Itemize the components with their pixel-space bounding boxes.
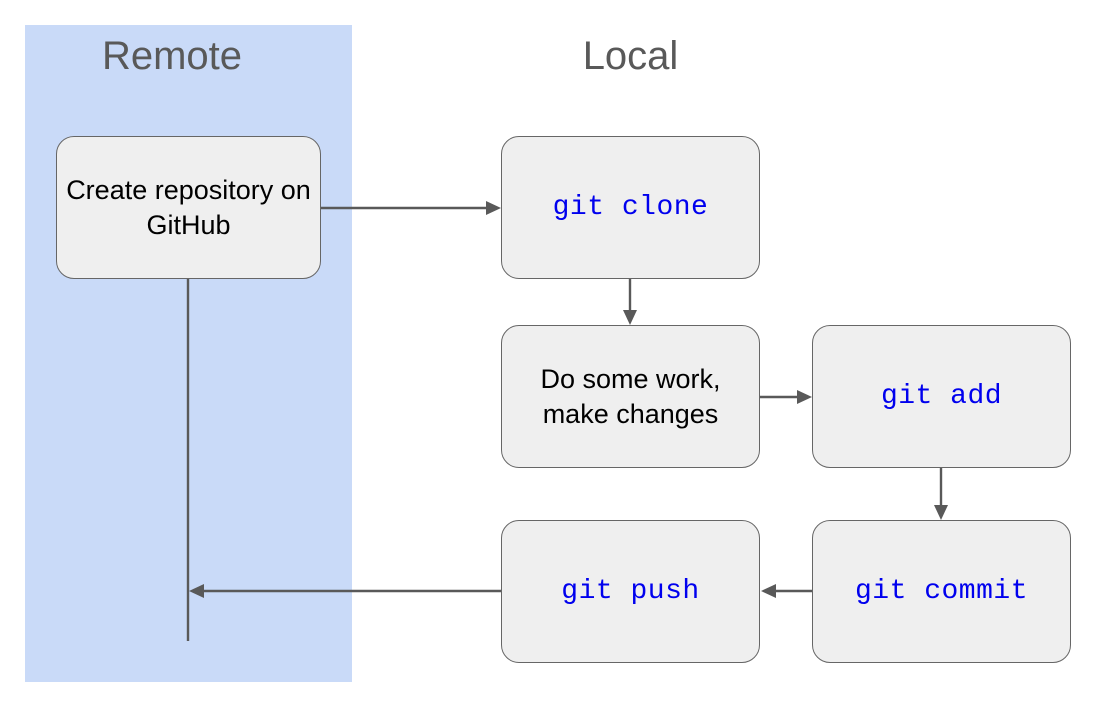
swimlane-title-remote: Remote bbox=[101, 34, 243, 78]
node-label-create-repository: Create repository on GitHub bbox=[66, 175, 311, 240]
node-label-git-clone: git clone bbox=[552, 191, 709, 223]
edge-do-work-to-git-add bbox=[760, 390, 812, 404]
node-git-clone[interactable]: git clone bbox=[501, 136, 760, 279]
node-label-git-add: git add bbox=[880, 380, 1003, 412]
edge-create-repo-to-git-clone bbox=[321, 201, 501, 215]
edge-git-clone-to-do-work bbox=[623, 279, 637, 325]
node-do-some-work-make-changes[interactable]: Do some work, make changes bbox=[501, 325, 760, 468]
edge-git-add-to-git-commit bbox=[934, 468, 948, 520]
swimlane-title-local: Local bbox=[582, 34, 679, 78]
node-git-push[interactable]: git push bbox=[501, 520, 760, 663]
node-git-commit[interactable]: git commit bbox=[812, 520, 1071, 663]
edge-git-commit-to-git-push bbox=[761, 584, 812, 598]
node-label-do-some-work: Do some work, make changes bbox=[540, 364, 721, 429]
node-create-repository-on-github[interactable]: Create repository on GitHub bbox=[56, 136, 321, 279]
node-git-add[interactable]: git add bbox=[812, 325, 1071, 468]
node-label-git-push: git push bbox=[561, 575, 700, 607]
node-label-git-commit: git commit bbox=[854, 575, 1029, 607]
edge-git-push-to-remote bbox=[189, 584, 501, 598]
